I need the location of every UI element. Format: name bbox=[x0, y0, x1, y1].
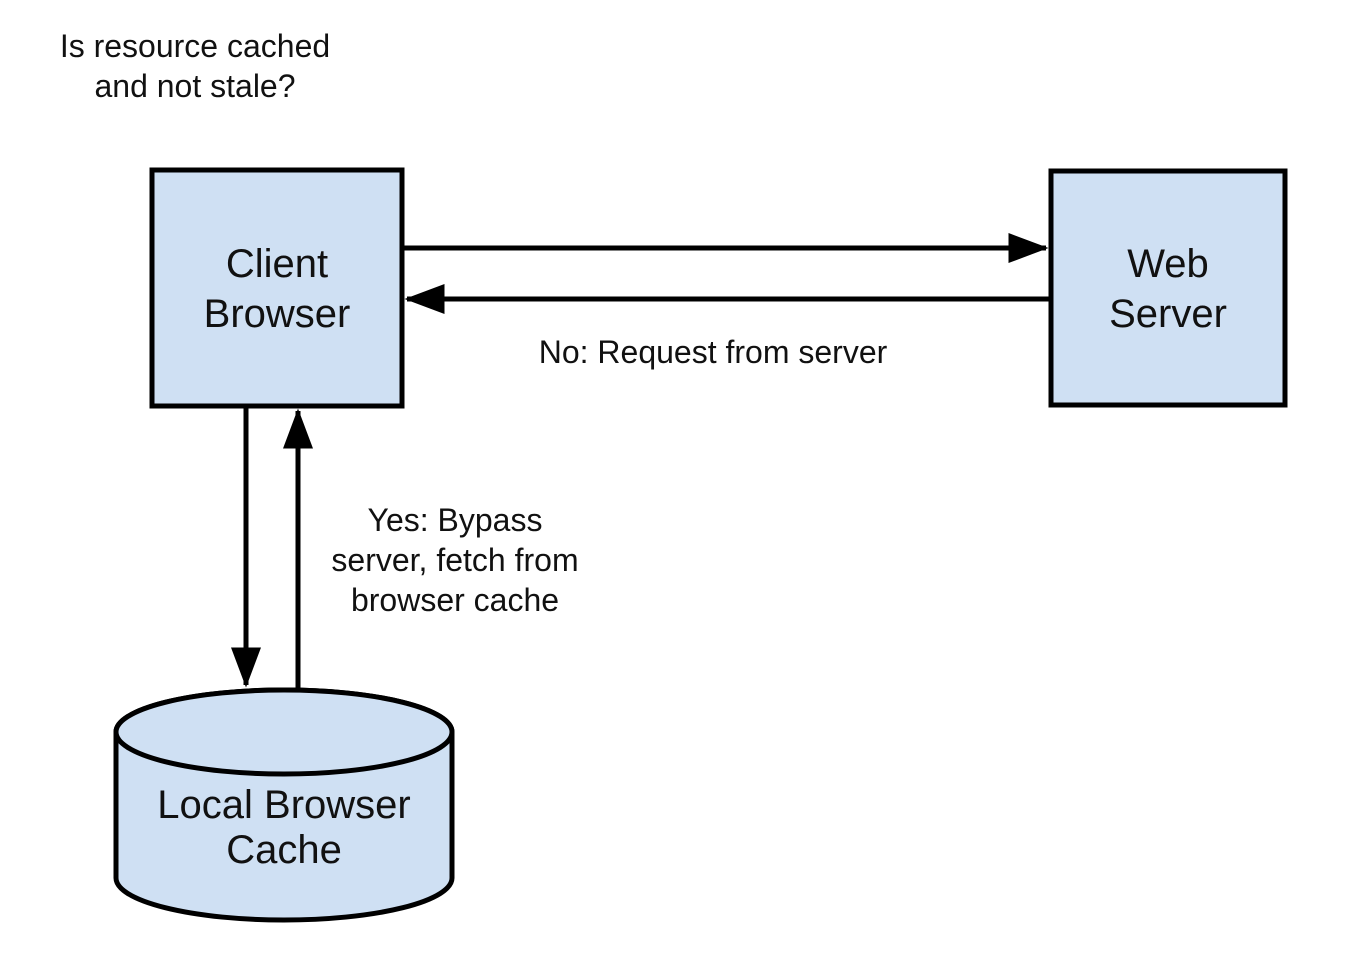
local-cache-label-line-2: Cache bbox=[226, 828, 342, 872]
yes-label-line-3: browser cache bbox=[351, 582, 559, 618]
web-server-label-line-2: Server bbox=[1109, 292, 1227, 336]
local-cache-label-line-1: Local Browser bbox=[157, 783, 410, 827]
yes-bypass-label: Yes: Bypass server, fetch from browser c… bbox=[331, 502, 578, 618]
question-line-2: and not stale? bbox=[94, 68, 295, 104]
cache-question: Is resource cached and not stale? bbox=[60, 28, 330, 104]
yes-label-line-1: Yes: Bypass bbox=[368, 502, 543, 538]
yes-label-line-2: server, fetch from bbox=[331, 542, 578, 578]
no-request-label: No: Request from server bbox=[539, 334, 888, 370]
client-browser-node: Client Browser bbox=[149, 167, 405, 409]
local-cache-node: Local Browser Cache bbox=[113, 687, 455, 923]
question-line-1: Is resource cached bbox=[60, 28, 330, 64]
web-server-node: Web Server bbox=[1048, 168, 1288, 408]
client-browser-label-line-1: Client bbox=[226, 242, 328, 286]
client-browser-box bbox=[149, 167, 405, 409]
client-browser-label-line-2: Browser bbox=[204, 292, 351, 336]
web-server-box bbox=[1048, 168, 1288, 408]
web-server-label-line-1: Web bbox=[1127, 242, 1209, 286]
local-cache-cylinder-top bbox=[113, 687, 455, 777]
